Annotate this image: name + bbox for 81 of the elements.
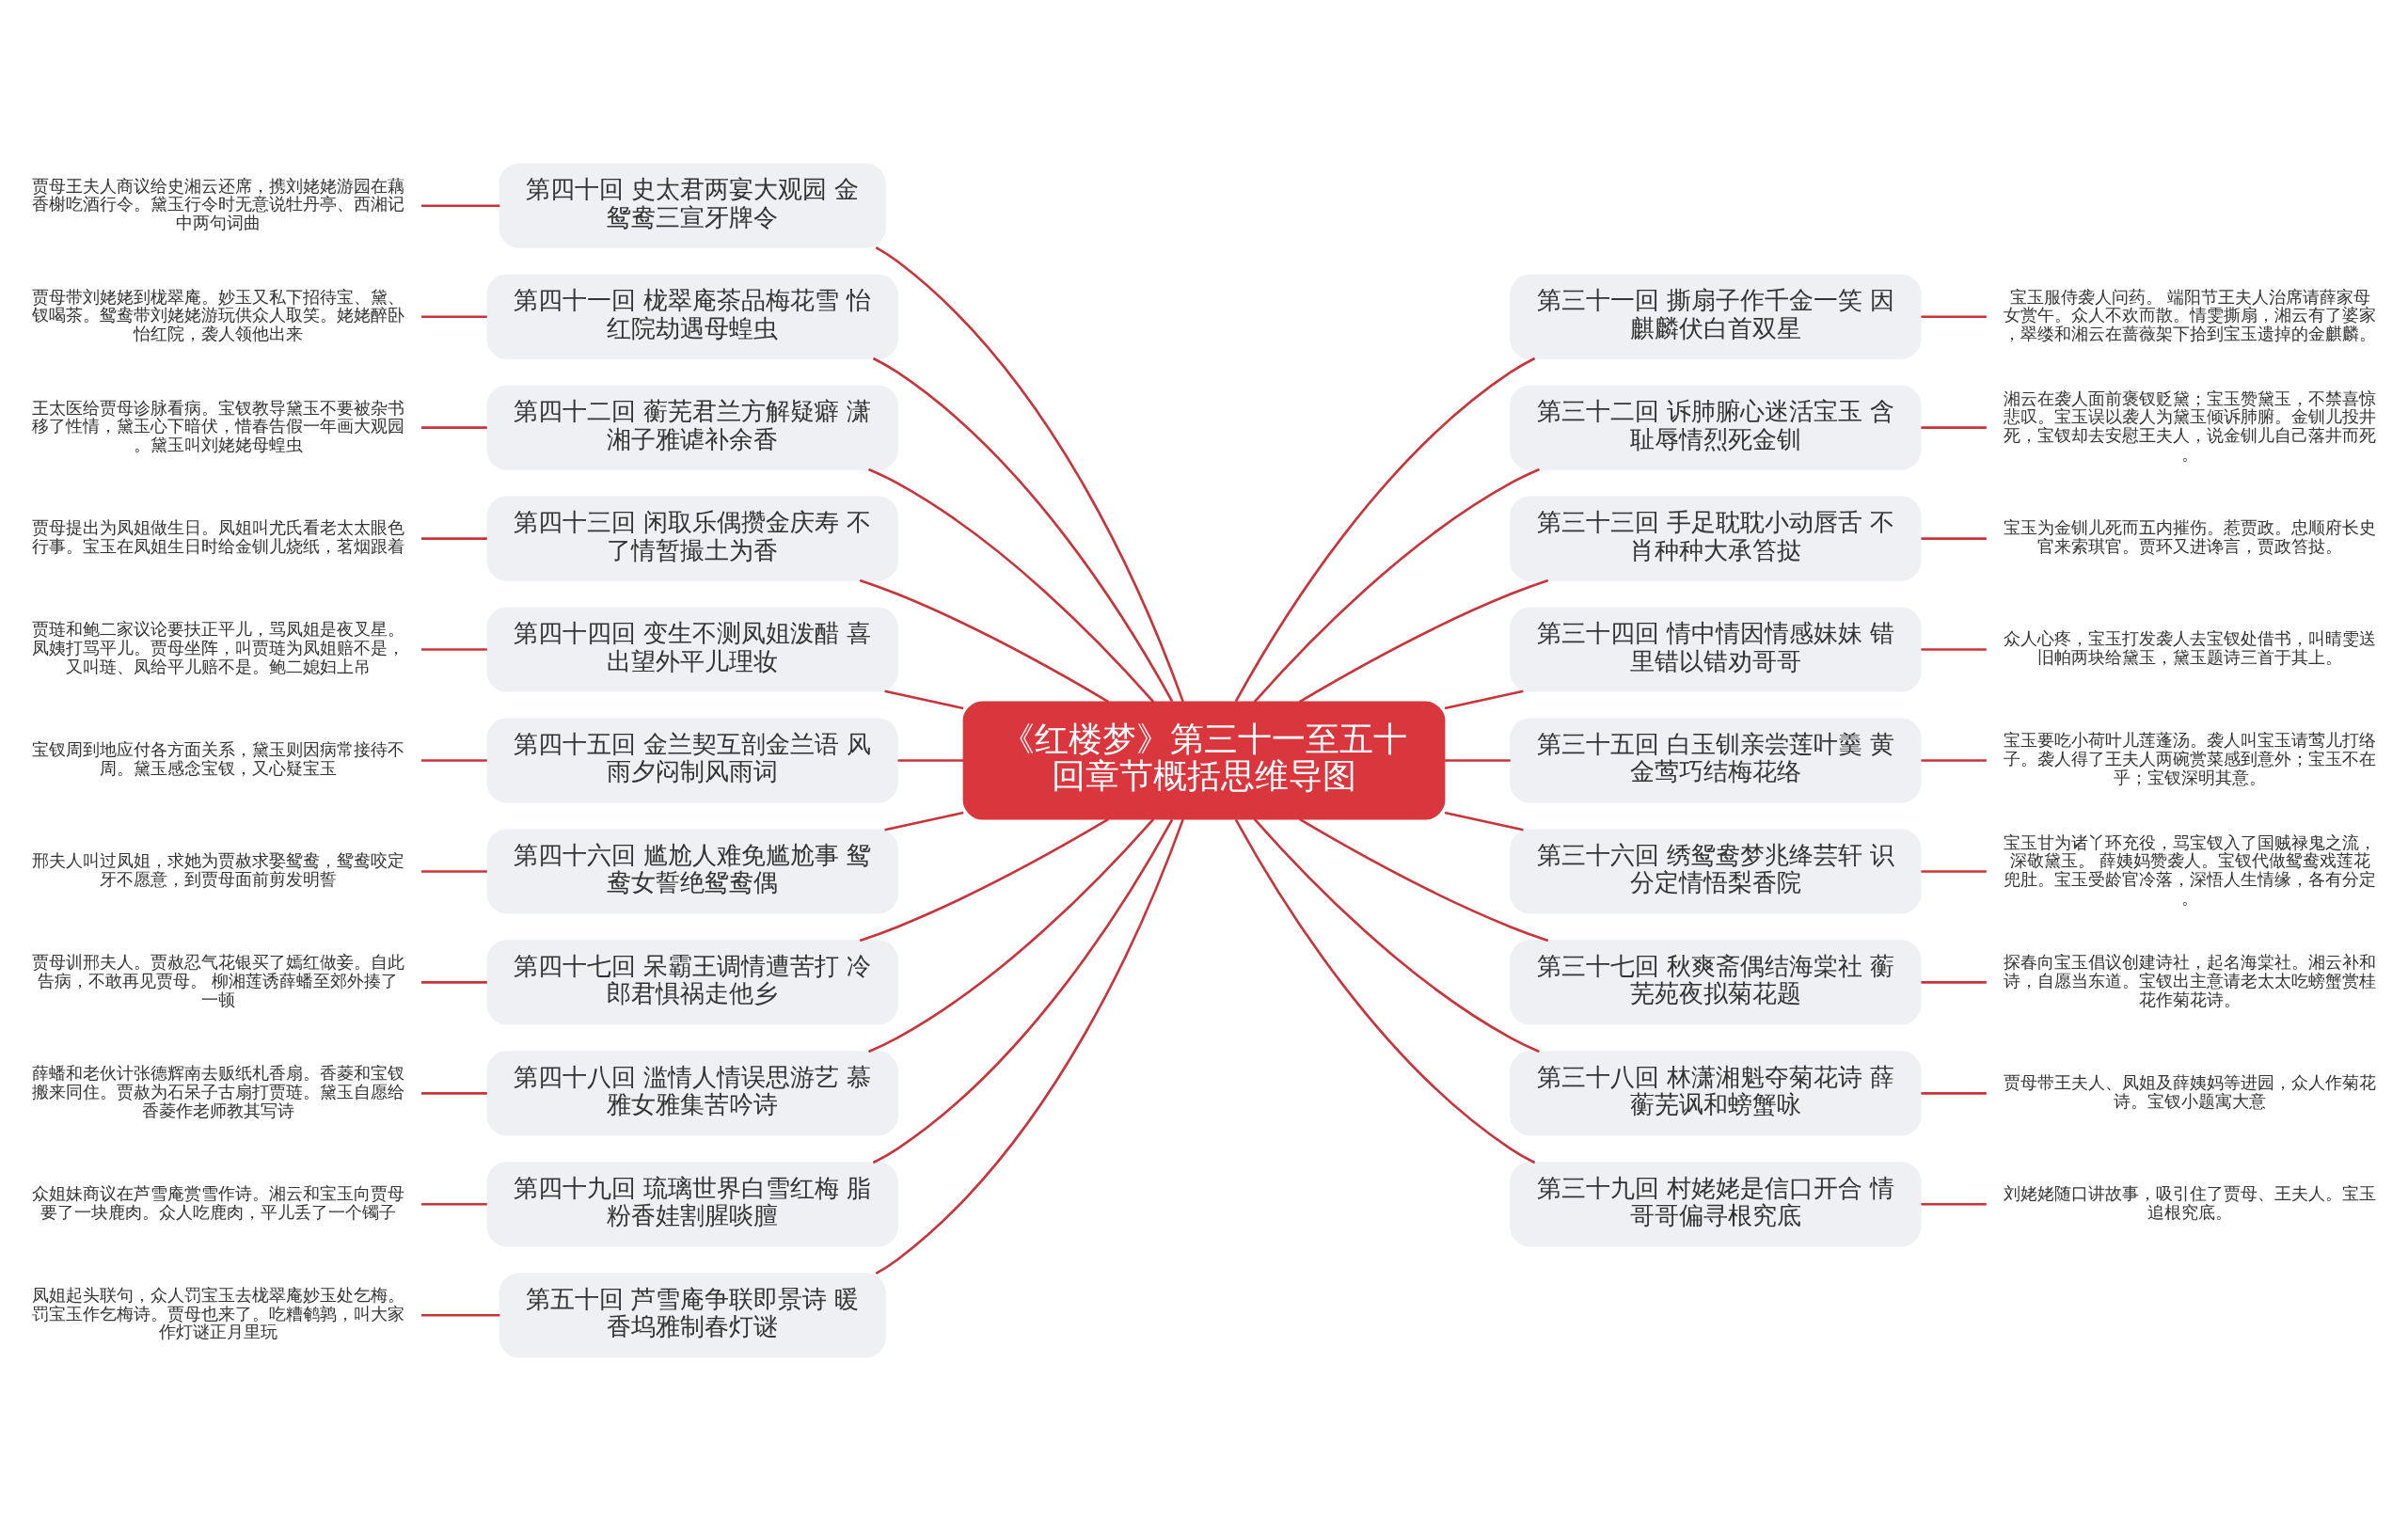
connector — [1234, 818, 1536, 1165]
node-box: 第三十二回 诉肺腑心迷活宝玉 含耻辱情烈死金钏 — [1510, 385, 1922, 470]
connector — [872, 356, 1174, 703]
connector — [1921, 426, 1987, 429]
node-text: 王太医给贾母诊脉看病。宝钗教导黛玉不要被杂书移了性情，黛玉心下暗伏，惜春告假一年画大观园。黛玉叫刘姥姥母蝗虫 — [31, 397, 404, 454]
node-box: 第四十二回 蘅芜君兰方解疑癖 潇湘子雅谑补余香 — [486, 385, 898, 470]
connector — [1921, 537, 1987, 540]
node-box: 第四十四回 变生不测凤姐泼醋 喜出望外平儿理妆 — [486, 607, 898, 692]
connector — [1444, 689, 1524, 710]
connector — [421, 759, 487, 762]
connector — [1921, 315, 1987, 319]
node-text: 宝玉甘为诸丫环充役，骂宝钗入了国贼禄鬼之流，深敬黛玉。 薛姨妈赞袭人。宝钗代做鸳鸯戏莲花兜肚。宝玉受龄官冷落，深悟人生情缘，各有分定。 — [2004, 832, 2377, 908]
connector — [1921, 759, 1987, 762]
connector — [1921, 1202, 1987, 1206]
node-text: 贾琏和鲍二家议论要扶正平儿，骂凤姐是夜叉星。凤姨打骂平儿。贾母坐阵，叫贾琏为凤姐赔不是，又叫琏、凤给平儿赔不是。鲍二媳妇上吊 — [31, 619, 404, 676]
connector — [1921, 981, 1987, 984]
connector — [421, 648, 487, 651]
connector — [1921, 1092, 1987, 1095]
node-box: 第三十一回 撕扇子作千金一笑 因麒麟伏白首双星 — [1510, 274, 1922, 359]
connector — [421, 1202, 487, 1206]
connector — [1921, 648, 1987, 651]
node-box: 第五十回 芦雪庵争联即景诗 暖香坞雅制春灯谜 — [499, 1273, 886, 1358]
connector — [884, 689, 964, 710]
connector — [1444, 811, 1524, 832]
connector — [1253, 467, 1540, 703]
connector — [421, 870, 487, 873]
connector — [421, 1092, 487, 1095]
node-text: 贾母带王夫人、凤姐及薛姨妈等进园，众人作菊花诗。宝钗小题寓大意 — [2004, 1072, 2377, 1111]
node-text: 贾母训邢夫人。贾赦忍气花银买了嫣红做妾。自此告病，不敢再见贾母。 柳湘莲诱薛蟠至郊外揍了一顿 — [31, 952, 404, 1009]
node-text: 宝玉为金钏儿死而五内摧伤。惹贾政。忠顺府长史官来索琪官。贾环又进谗言，贾政笞挞。 — [2004, 517, 2377, 557]
node-text: 众姐妹商议在芦雪庵赏雪作诗。湘云和宝玉向贾母要了一块鹿肉。众人吃鹿肉，平儿丢了一个镯子 — [31, 1183, 404, 1222]
connector — [1253, 818, 1540, 1054]
node-text: 贾母提出为凤姐做生日。凤姐叫尤氏看老太太眼色行事。宝玉在凤姐生日时给金钏儿烧纸，茗烟跟着 — [31, 517, 404, 557]
connector — [859, 817, 1110, 943]
node-box: 第三十三回 手足耽耽小动唇舌 不肖种种大承笞挞 — [1510, 496, 1922, 581]
connector — [1445, 759, 1511, 762]
connector — [868, 467, 1155, 703]
node-box: 第四十五回 金兰契互剖金兰语 风雨夕闷制风雨词 — [486, 718, 898, 803]
node-text: 贾母王夫人商议给史湘云还席，携刘姥姥游园在藕香榭吃酒行令。黛玉行令时无意说牡丹亭、西湘记中两句词曲 — [31, 175, 404, 233]
connector — [421, 537, 487, 540]
node-text: 刘姥姥随口讲故事，吸引住了贾母、王夫人。宝玉追根究底。 — [2004, 1183, 2377, 1222]
node-box: 第四十三回 闲取乐偶攒金庆寿 不了情暂撮土为香 — [486, 496, 898, 581]
node-text: 凤姐起头联句，众人罚宝玉去栊翠庵妙玉处乞梅。罚宝玉作乞梅诗。贾母也来了。吃糟鹌鹑，叫大家作灯谜正月里玩 — [31, 1285, 404, 1342]
connector — [868, 818, 1155, 1054]
node-box: 第三十五回 白玉钏亲尝莲叶羹 黄金莺巧结梅花络 — [1510, 718, 1922, 803]
node-text: 邢夫人叫过凤姐，求她为贾赦求娶鸳鸯，鸳鸯咬定牙不愿意，到贾母面前剪发明誓 — [31, 850, 404, 889]
node-box: 《红楼梦》第三十一至五十回章节概括思维导图 — [962, 701, 1446, 820]
node-box: 第四十八回 滥情人情误思游艺 慕雅女雅集苦吟诗 — [486, 1051, 898, 1136]
node-box: 第四十七回 呆霸王调情遭苦打 冷郎君惧祸走他乡 — [486, 940, 898, 1025]
node-box: 第三十九回 村姥姥是信口开合 情哥哥偏寻根究底 — [1510, 1162, 1922, 1247]
node-text: 众人心疼，宝玉打发袭人去宝钗处借书，叫晴雯送旧帕两块给黛玉，黛玉题诗三首于其上。 — [2004, 628, 2377, 667]
node-text: 探春向宝玉倡议创建诗社，起名海棠社。湘云补和诗，自愿当东道。宝钗出主意请老太太吃螃蟹赏桂花作菊花诗。 — [2004, 952, 2377, 1009]
connector — [421, 426, 487, 429]
node-box: 第三十八回 林潇湘魁夺菊花诗 薛蘅芜讽和螃蟹咏 — [1510, 1051, 1922, 1136]
connector — [1298, 578, 1549, 704]
node-box: 第四十六回 尴尬人难免尴尬事 鸳鸯女誓绝鸳鸯偶 — [486, 829, 898, 914]
connector — [421, 315, 487, 319]
connector — [884, 811, 964, 832]
connector — [897, 759, 964, 762]
connector — [872, 818, 1174, 1165]
connector — [421, 981, 487, 984]
node-box: 第四十九回 琉璃世界白雪红梅 脂粉香娃割腥啖膻 — [486, 1162, 898, 1247]
connector — [859, 578, 1110, 704]
node-text: 薛蟠和老伙计张德辉南去贩纸札香扇。香菱和宝钗搬来同住。贾赦为石呆子古扇打贾琏。黛玉自愿给香菱作老师教其写诗 — [31, 1063, 404, 1120]
node-text: 宝钗周到地应付各方面关系，黛玉则因病常接待不周。黛玉感念宝钗，又心疑宝玉 — [31, 739, 404, 778]
connector — [1921, 870, 1987, 873]
connector — [421, 204, 500, 208]
node-box: 第三十七回 秋爽斋偶结海棠社 蘅芜苑夜拟菊花题 — [1510, 940, 1922, 1025]
connector — [875, 246, 1184, 703]
node-box: 第四十一回 栊翠庵茶品梅花雪 怡红院劫遇母蝗虫 — [486, 274, 898, 359]
node-text: 湘云在袭人面前褒钗贬黛；宝玉赞黛玉，不禁喜惊悲叹。宝玉误以袭人为黛玉倾诉肺腑。金钏儿投井死，宝钗却去安慰王夫人，说金钏儿自己落井而死。 — [2004, 388, 2377, 464]
node-box: 第三十四回 情中情因情感妹妹 错里错以错劝哥哥 — [1510, 607, 1922, 692]
node-text: 贾母带刘姥姥到栊翠庵。妙玉又私下招待宝、黛、钗喝茶。鸳鸯带刘姥姥游玩供众人取笑。姥姥醉卧怡红院，袭人领他出来 — [31, 286, 404, 343]
connector — [875, 818, 1184, 1275]
connector — [1298, 817, 1549, 943]
node-box: 第四十回 史太君两宴大观园 金鸳鸯三宣牙牌令 — [499, 163, 886, 248]
node-text: 宝玉服侍袭人问药。 端阳节王夫人治席请薛家母女赏午。众人不欢而散。情雯撕扇，湘云有了婆家，翠缕和湘云在蔷薇架下拾到宝玉遗掉的金麒麟。 — [2004, 286, 2377, 343]
node-text: 宝玉要吃小荷叶儿莲蓬汤。袭人叫宝玉请莺儿打络子。袭人得了王夫人两碗赏菜感到意外；宝玉不在乎；宝钗深明其意。 — [2004, 730, 2377, 787]
connector — [1234, 356, 1536, 703]
connector — [421, 1313, 500, 1317]
node-box: 第三十六回 绣鸳鸯梦兆绛芸轩 识分定情悟梨香院 — [1510, 829, 1922, 914]
